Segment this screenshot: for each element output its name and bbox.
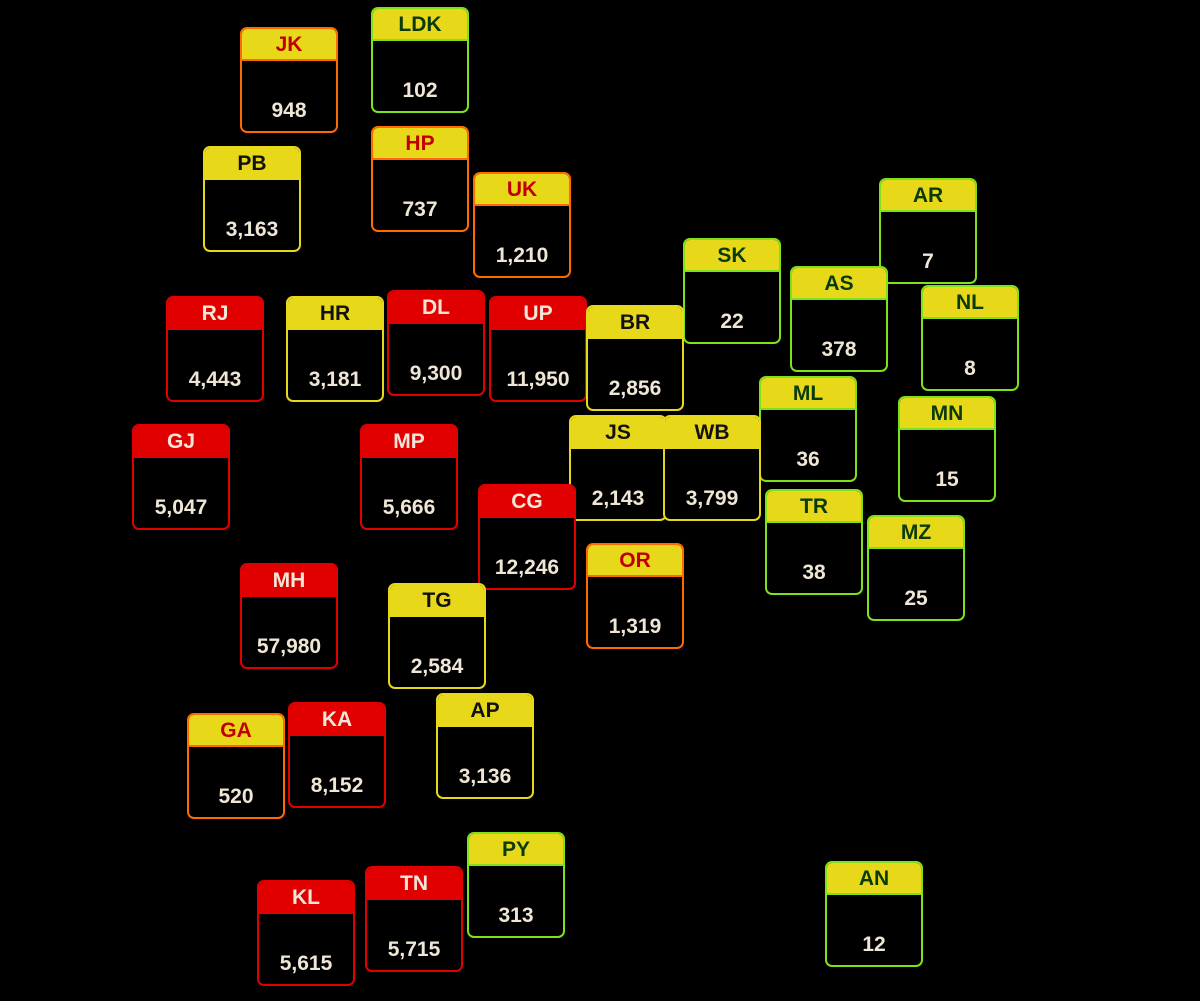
state-code: AR (881, 180, 975, 212)
case-count: 1,210 (495, 244, 549, 267)
state-tile-wb: WB 3,799 (663, 415, 761, 521)
case-count: 102 (402, 79, 438, 102)
case-count: 15 (935, 468, 959, 491)
state-tile-uk: UK 1,210 (473, 172, 571, 278)
case-count: 520 (218, 785, 254, 808)
case-count: 36 (796, 448, 820, 471)
state-tile-pb: PB 3,163 (203, 146, 301, 252)
state-code: UK (475, 174, 569, 206)
case-count: 12 (862, 933, 886, 956)
state-code: LDK (373, 9, 467, 41)
case-count: 7 (922, 250, 934, 273)
state-code: RJ (168, 298, 262, 330)
state-tile-ga: GA 520 (187, 713, 285, 819)
state-code: CG (480, 486, 574, 518)
case-count: 4,443 (188, 368, 242, 391)
case-count: 2,584 (410, 655, 464, 678)
case-count: 57,980 (256, 635, 322, 658)
state-code: OR (588, 545, 682, 577)
state-tile-as: AS 378 (790, 266, 888, 372)
case-count: 378 (821, 338, 857, 361)
state-code: MZ (869, 517, 963, 549)
state-tile-hr: HR 3,181 (286, 296, 384, 402)
state-tile-up: UP 11,950 (489, 296, 587, 402)
state-code: TG (390, 585, 484, 617)
state-code: MP (362, 426, 456, 458)
state-code: AP (438, 695, 532, 727)
state-code: DL (389, 292, 483, 324)
state-code: AS (792, 268, 886, 300)
state-code: ML (761, 378, 855, 410)
case-count: 9,300 (409, 362, 463, 385)
case-count: 8,152 (310, 774, 364, 797)
case-count: 5,615 (279, 952, 333, 975)
state-tile-rj: RJ 4,443 (166, 296, 264, 402)
state-code: MH (242, 565, 336, 597)
case-count: 5,715 (387, 938, 441, 961)
case-count: 3,136 (458, 765, 512, 788)
state-code: MN (900, 398, 994, 430)
state-code: GJ (134, 426, 228, 458)
case-count: 38 (802, 561, 826, 584)
state-tile-hp: HP 737 (371, 126, 469, 232)
state-tile-mn: MN 15 (898, 396, 996, 502)
case-count: 948 (271, 99, 307, 122)
state-tile-an: AN 12 (825, 861, 923, 967)
state-code: NL (923, 287, 1017, 319)
state-tile-py: PY 313 (467, 832, 565, 938)
state-tile-mz: MZ 25 (867, 515, 965, 621)
state-code: BR (588, 307, 682, 339)
case-count: 11,950 (506, 368, 570, 391)
case-count: 5,047 (154, 496, 208, 519)
state-tile-gj: GJ 5,047 (132, 424, 230, 530)
case-count: 22 (720, 310, 744, 333)
state-tile-mh: MH 57,980 (240, 563, 338, 669)
state-tile-nl: NL 8 (921, 285, 1019, 391)
state-tile-dl: DL 9,300 (387, 290, 485, 396)
state-tile-ml: ML 36 (759, 376, 857, 482)
case-count: 5,666 (382, 496, 436, 519)
state-tile-br: BR 2,856 (586, 305, 684, 411)
state-code: KA (290, 704, 384, 736)
state-tile-ap: AP 3,136 (436, 693, 534, 799)
state-tile-or: OR 1,319 (586, 543, 684, 649)
state-tile-tr: TR 38 (765, 489, 863, 595)
state-code: WB (665, 417, 759, 449)
state-code: HR (288, 298, 382, 330)
case-count: 25 (904, 587, 928, 610)
state-tile-tn: TN 5,715 (365, 866, 463, 972)
state-code: PY (469, 834, 563, 866)
state-tile-jk: JK 948 (240, 27, 338, 133)
state-code: HP (373, 128, 467, 160)
state-code: AN (827, 863, 921, 895)
state-code: PB (205, 148, 299, 180)
case-count: 313 (498, 904, 534, 927)
state-tile-kl: KL 5,615 (257, 880, 355, 986)
case-count: 2,856 (608, 377, 662, 400)
case-count: 3,799 (685, 487, 739, 510)
case-count: 737 (402, 198, 438, 221)
state-tile-ldk: LDK 102 (371, 7, 469, 113)
state-tile-cg: CG 12,246 (478, 484, 576, 590)
state-code: UP (491, 298, 585, 330)
state-tile-mp: MP 5,666 (360, 424, 458, 530)
state-code: JS (571, 417, 665, 449)
state-tile-ar: AR 7 (879, 178, 977, 284)
state-code: SK (685, 240, 779, 272)
state-code: TN (367, 868, 461, 900)
case-count: 3,163 (225, 218, 279, 241)
case-count: 3,181 (308, 368, 362, 391)
case-count: 1,319 (608, 615, 662, 638)
state-tile-js: JS 2,143 (569, 415, 667, 521)
case-count: 2,143 (591, 487, 645, 510)
state-code: KL (259, 882, 353, 914)
state-code: TR (767, 491, 861, 523)
state-tile-ka: KA 8,152 (288, 702, 386, 808)
case-count: 8 (964, 357, 976, 380)
state-tile-tg: TG 2,584 (388, 583, 486, 689)
state-tile-sk: SK 22 (683, 238, 781, 344)
state-code: GA (189, 715, 283, 747)
case-count: 12,246 (494, 556, 560, 579)
state-code: JK (242, 29, 336, 61)
